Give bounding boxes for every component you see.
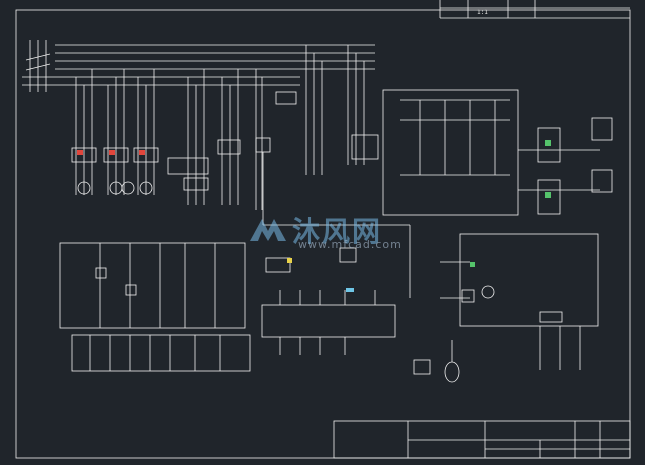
colour-accents	[77, 140, 551, 292]
incoming-breaker	[25, 40, 51, 92]
right-devices	[537, 117, 613, 215]
title-block	[333, 420, 631, 459]
motor-branch-1	[71, 69, 97, 195]
sensor-symbols	[413, 340, 460, 383]
relay-panel	[59, 242, 246, 329]
branch-7	[305, 45, 379, 175]
top-scale-cell: 1:1	[477, 9, 488, 16]
watermark-url: www.mfcad.com	[298, 238, 402, 251]
legend-table	[71, 334, 251, 372]
branch-6	[255, 69, 297, 225]
top-title-strip	[439, 0, 630, 19]
motor-branch-2	[103, 69, 135, 195]
plc-module	[261, 224, 411, 355]
drawing-border	[15, 9, 631, 459]
motor-branch-3	[133, 69, 159, 195]
inverter-box	[440, 233, 599, 370]
motor-branch-4	[167, 69, 209, 205]
control-block-upper	[382, 89, 600, 216]
motor-branch-5	[217, 69, 241, 205]
